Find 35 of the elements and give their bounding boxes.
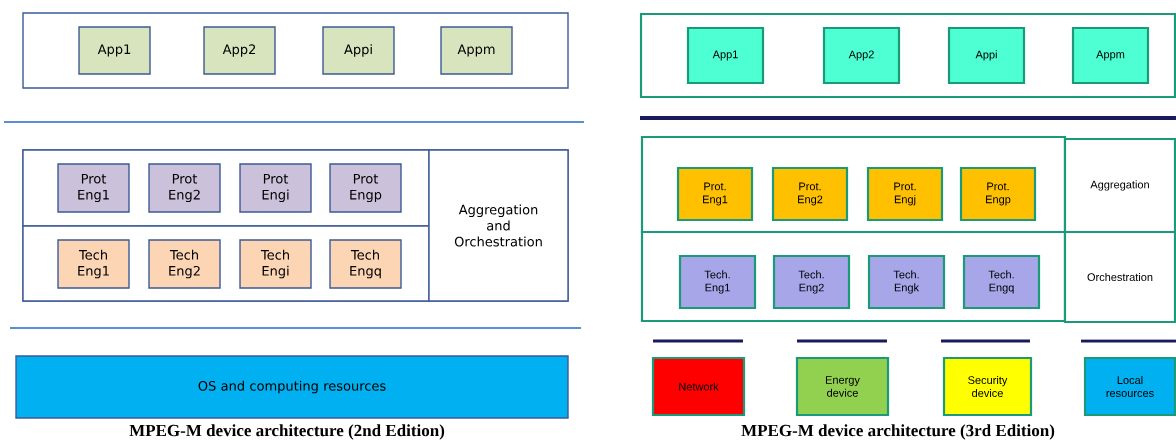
resource-box: Network (651, 356, 746, 417)
label-cell: Aggregation and Orchestration (428, 149, 569, 302)
engine-box: Prot Eng2 (148, 163, 221, 213)
app-box: Appm (440, 26, 513, 75)
engine-box: Prot Engi (239, 163, 312, 213)
engine-box: Prot Engp (329, 163, 402, 213)
engine-box: Tech. Engk (867, 254, 946, 310)
resource-box: Security device (942, 356, 1033, 417)
engine-box: Tech Eng2 (148, 239, 221, 289)
resource-box: Local resources (1083, 356, 1176, 417)
engine-box: Tech. Engq (962, 254, 1041, 310)
app-box: App1 (78, 26, 151, 75)
app-box: App2 (203, 26, 276, 75)
engine-box: Tech Engq (329, 239, 402, 289)
engine-box: Prot. Eng2 (771, 166, 849, 222)
engine-box: Tech Engi (239, 239, 312, 289)
resource-box: OS and computing resources (15, 355, 569, 419)
app-box: Appm (1071, 26, 1150, 85)
label-cell: Aggregation (1063, 137, 1176, 234)
app-box: App2 (822, 26, 901, 85)
node-label: Orchestration (1087, 272, 1153, 282)
node-label: Aggregation (1090, 180, 1149, 191)
caption: MPEG-M device architecture (3rd Edition) (741, 424, 1055, 440)
engine-box: Prot Eng1 (57, 163, 130, 213)
engine-box: Prot. Eng1 (676, 166, 754, 222)
engine-box: Prot. Engp (959, 166, 1037, 222)
engine-box: Tech. Eng1 (678, 254, 757, 310)
engine-box: Prot. Engj (866, 166, 944, 222)
engine-box: Tech. Eng2 (772, 254, 851, 310)
resource-box: Energy device (795, 356, 890, 417)
app-box: App1 (686, 26, 765, 85)
app-box: Appi (322, 26, 395, 75)
app-box: Appi (947, 26, 1026, 85)
label-cell: Orchestration (1063, 230, 1176, 324)
engine-box: Tech Eng1 (57, 239, 130, 289)
